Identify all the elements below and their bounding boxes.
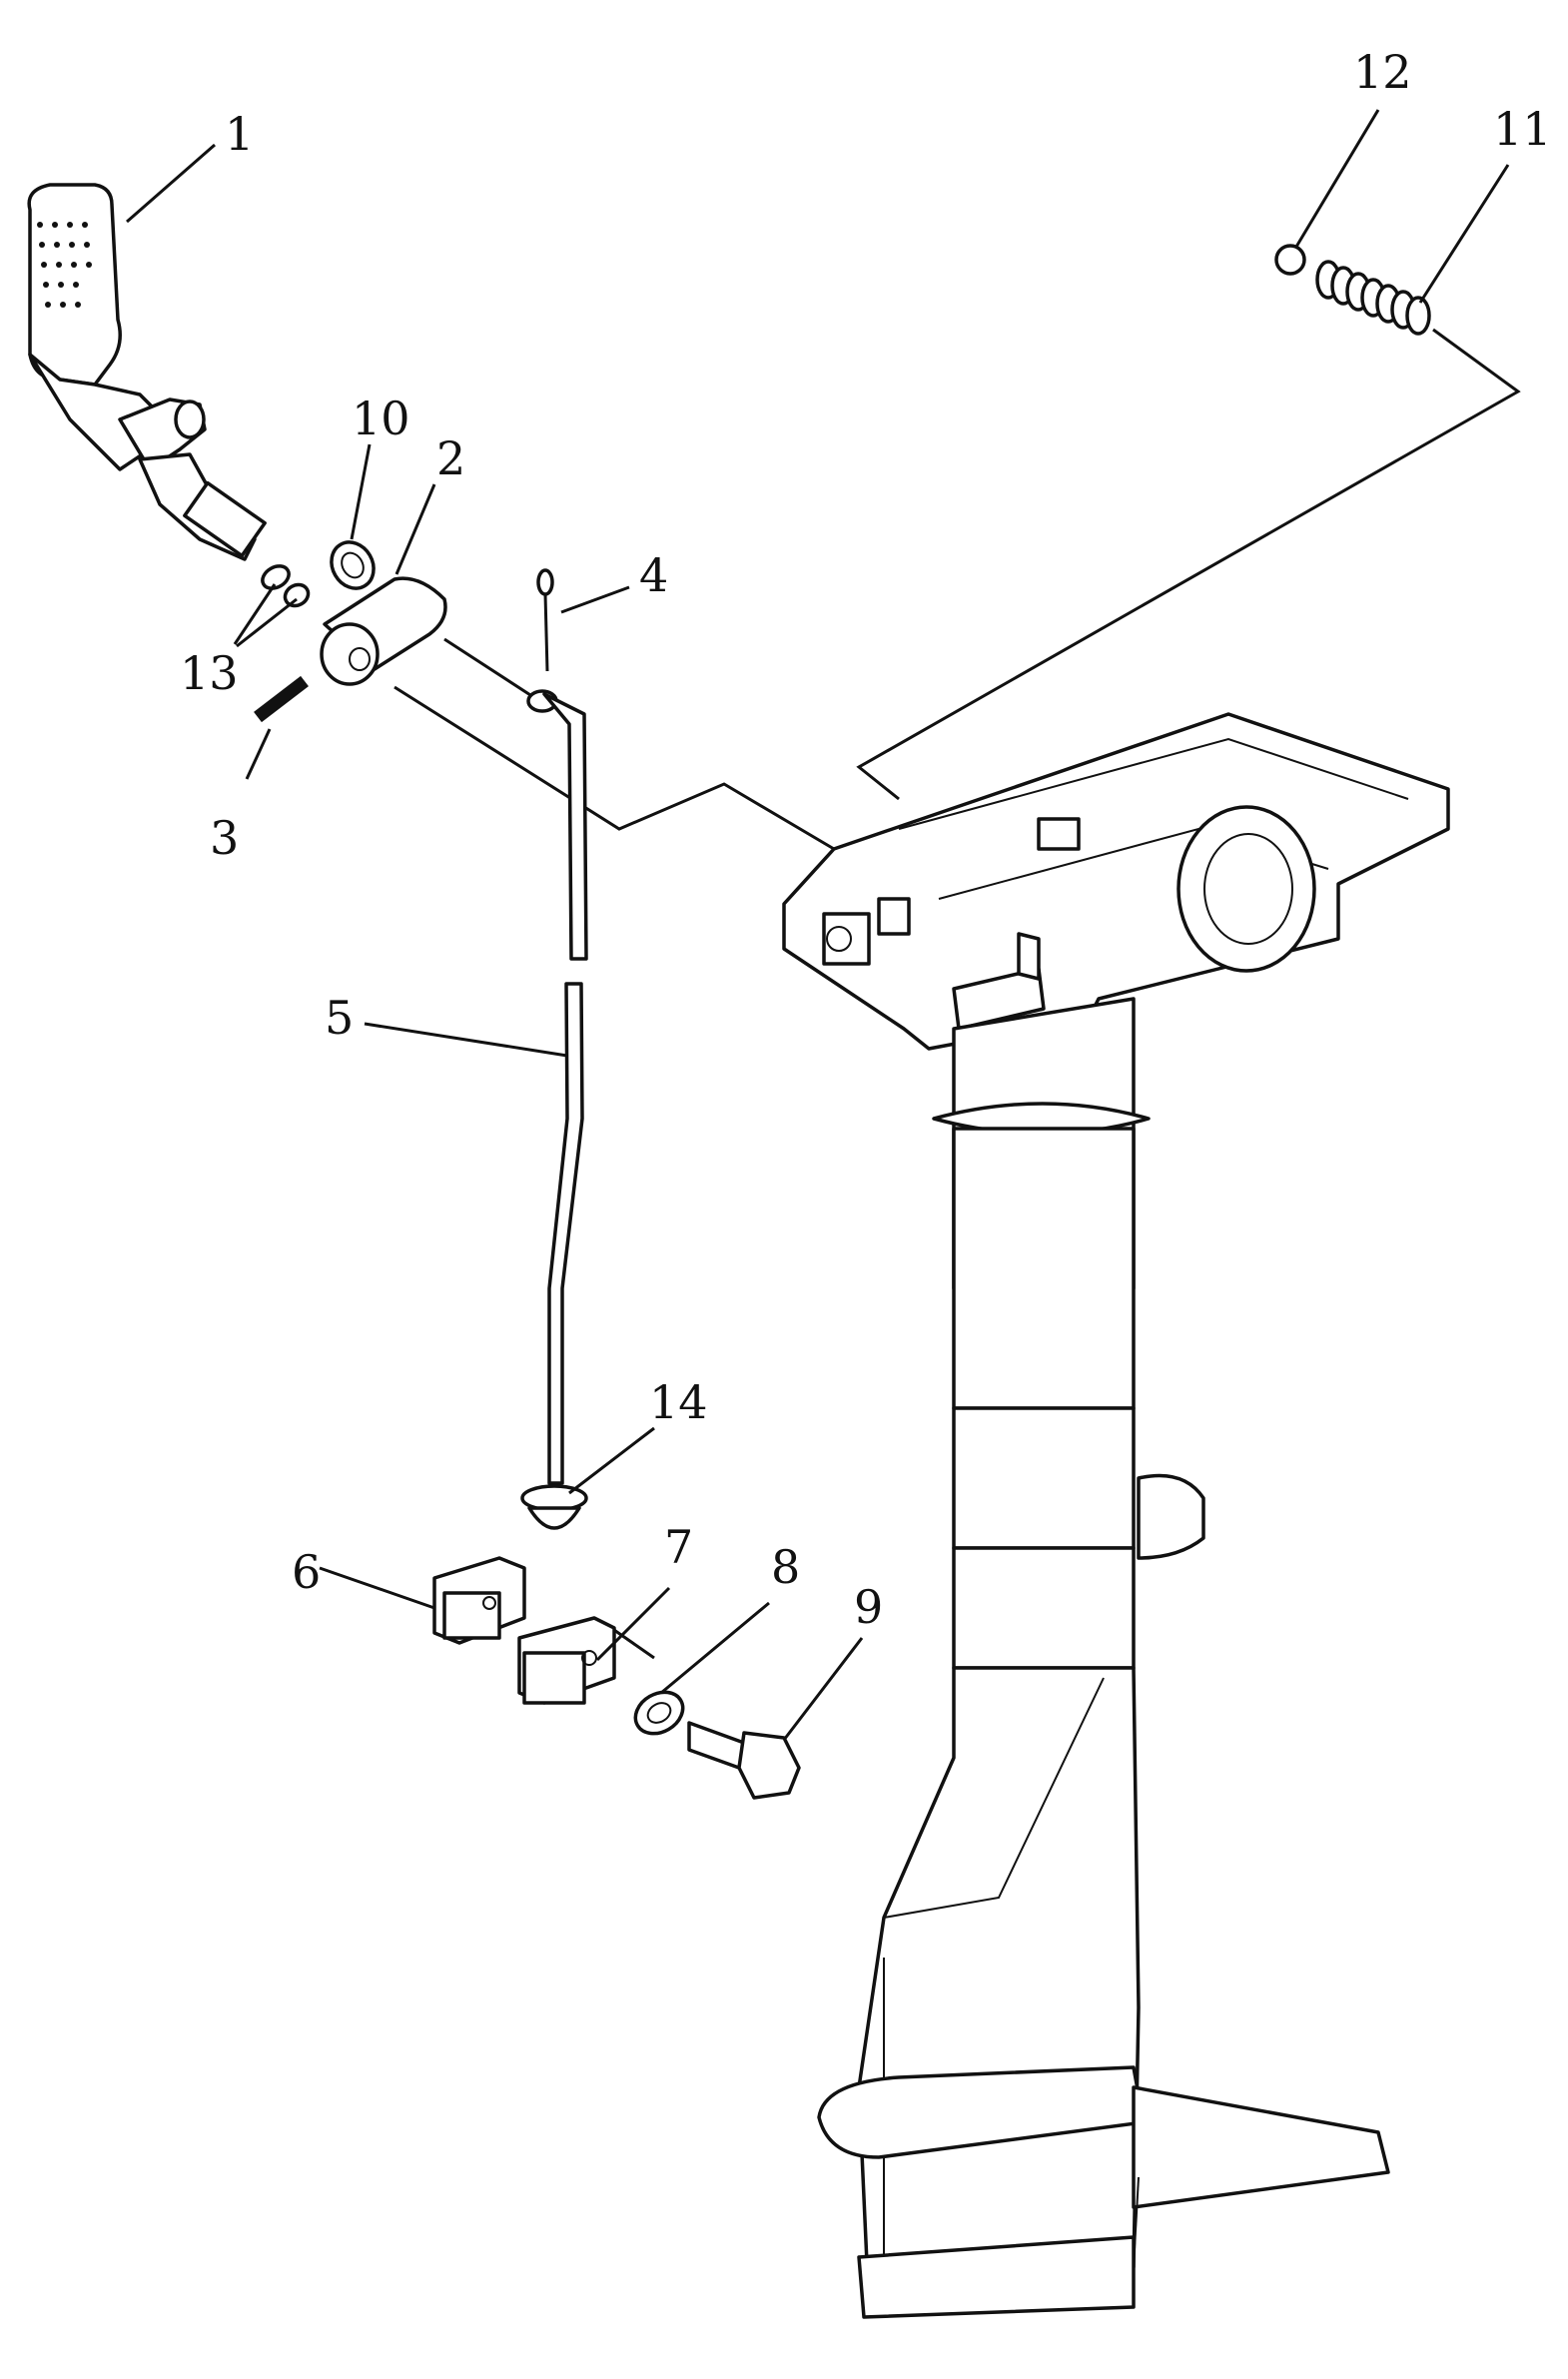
part-1-tiller-handle [27,183,267,561]
callout-8: 8 [771,1540,800,1594]
part-3-screw [254,675,309,723]
callout-14: 14 [649,1375,708,1429]
leader-10 [350,443,372,540]
callout-7: 7 [664,1520,693,1574]
callout-13: 13 [180,646,239,700]
leader-9 [782,1637,864,1741]
part-13-pins [261,564,311,608]
callout-labels: 1 2 3 4 5 6 7 8 9 10 11 12 13 14 [180,45,1552,1634]
grip-texture [37,222,92,308]
callout-10: 10 [352,392,410,445]
part-14-grommet [520,1484,588,1530]
callout-2: 2 [436,431,465,485]
callout-12: 12 [1353,45,1412,99]
part-7-clamp [517,1616,616,1705]
callout-1: 1 [225,107,254,161]
callout-4: 4 [639,548,668,602]
callout-6: 6 [292,1545,321,1599]
leader-1 [126,143,216,224]
part-9-bolt [687,1721,801,1800]
leader-7 [595,1586,671,1662]
callout-5: 5 [325,991,354,1045]
callout-leaders [126,109,1510,1741]
callout-3: 3 [210,811,239,865]
leader-13b [236,597,298,648]
leader-12 [1294,109,1380,248]
part-4-split-pin [536,568,554,672]
leader-14 [568,1426,655,1495]
part-11-springs [1315,260,1431,336]
part-2-joint [320,576,447,686]
part-8-washer [633,1690,685,1736]
part-12-ball [1274,244,1306,276]
drive-shaft-housing [782,712,1450,2319]
leader-4 [560,585,630,614]
part-6-clamp [432,1556,526,1645]
callout-9: 9 [854,1580,883,1634]
leader-13a [233,583,277,645]
leader-5 [364,1022,568,1058]
part-5-shift-rod [526,689,588,1485]
callout-11: 11 [1493,102,1552,156]
leader-11 [1418,164,1510,304]
leader-8 [660,1601,770,1695]
part-10-washer [330,540,376,590]
assembly-reference-lines [393,328,1521,1660]
leader-2 [394,483,436,575]
leader-6 [319,1566,435,1610]
leader-3 [245,728,272,780]
